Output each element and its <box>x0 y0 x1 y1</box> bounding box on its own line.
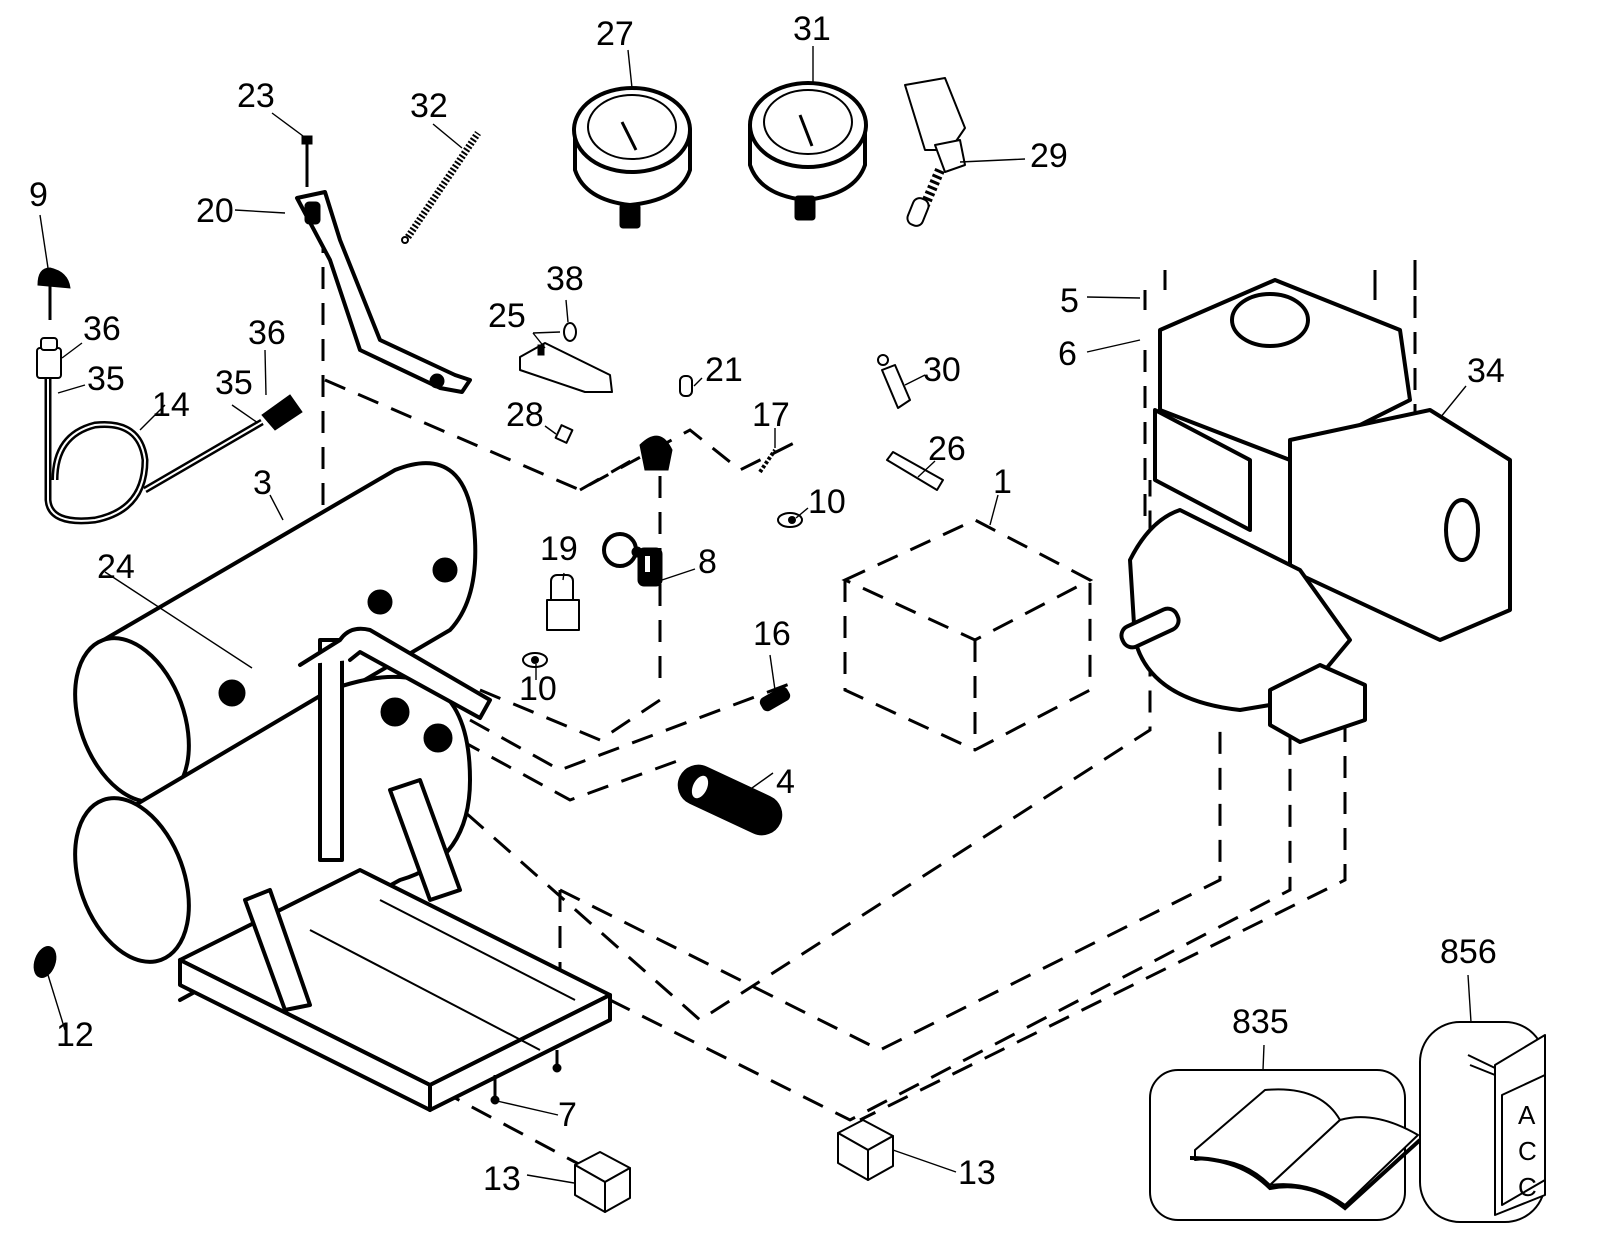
part-13-foot-right <box>837 1119 894 1181</box>
callout-3: 3 <box>253 464 272 502</box>
guide-line-engine-1 <box>439 480 1152 1022</box>
callout-6: 6 <box>1058 335 1077 373</box>
callout-31: 31 <box>793 10 831 48</box>
guide-line-mid <box>479 688 661 742</box>
part-856-decal: A C C <box>1419 1021 1546 1223</box>
callout-13-left: 13 <box>483 1160 521 1198</box>
callout-9: 9 <box>29 176 48 214</box>
callout-35-right: 35 <box>215 364 253 402</box>
callout-36-right: 36 <box>248 314 286 352</box>
part-16-fitting <box>759 686 791 712</box>
guide-line-foot-left <box>439 1088 591 1172</box>
part-24-frame <box>178 626 612 1112</box>
part-10-wing-nut-lower <box>522 652 548 668</box>
part-1-pump-box <box>841 518 1094 752</box>
part-32-spring <box>401 131 481 244</box>
callout-8: 8 <box>698 543 717 581</box>
callout-30: 30 <box>923 351 961 389</box>
part-26-pin <box>886 451 944 491</box>
guide-line-engine-2 <box>559 720 1222 1052</box>
part-9-drain-valve <box>37 267 71 320</box>
callout-5: 5 <box>1060 282 1079 320</box>
guide-line-16 <box>469 678 801 772</box>
part-29-safety-valve <box>904 77 966 227</box>
part-19-regulator <box>546 574 580 631</box>
leader-lines <box>39 46 1472 1184</box>
callout-7: 7 <box>558 1096 577 1134</box>
callout-32: 32 <box>410 87 448 125</box>
callout-34: 34 <box>1467 352 1505 390</box>
part-28-cap <box>554 424 574 444</box>
part-4-nipple <box>677 764 783 836</box>
callout-27: 27 <box>596 15 634 53</box>
callout-14: 14 <box>152 386 190 424</box>
callout-28: 28 <box>506 396 544 434</box>
part-25-quick-coupler <box>519 342 613 393</box>
guide-line-engine-3 <box>609 720 1292 1122</box>
part-13-foot-left <box>574 1151 631 1213</box>
callout-labels: 23 32 27 31 29 20 9 36 35 14 35 36 3 24 … <box>29 10 1505 1198</box>
part-34-engine <box>1119 262 1512 744</box>
part-27-gauge <box>572 86 692 229</box>
part-20-handle-bracket <box>295 190 472 394</box>
callout-19: 19 <box>540 530 578 568</box>
callout-26: 26 <box>928 430 966 468</box>
callout-4: 4 <box>776 763 795 801</box>
part-7-bolts <box>490 1050 562 1105</box>
callout-12: 12 <box>56 1016 94 1054</box>
guide-line-valve <box>579 448 651 492</box>
part-10-wing-nut-upper <box>777 512 803 528</box>
guide-line-foot-right <box>859 720 1347 1122</box>
callout-36-left: 36 <box>83 310 121 348</box>
callout-35-left: 35 <box>87 360 125 398</box>
part-23-screw <box>301 135 313 187</box>
callout-20: 20 <box>196 192 234 230</box>
part-12-drain-cock <box>33 946 57 978</box>
decal-letter-3: C <box>1518 1172 1537 1202</box>
part-3-air-tank <box>73 461 478 804</box>
part-835-manual <box>1149 1069 1422 1221</box>
decal-letter-1: A <box>1518 1100 1536 1130</box>
callout-17: 17 <box>752 396 790 434</box>
decal-letter-2: C <box>1518 1136 1537 1166</box>
callout-21: 21 <box>705 351 743 389</box>
callout-23: 23 <box>237 77 275 115</box>
callout-25: 25 <box>488 297 526 335</box>
callout-10-lower: 10 <box>519 670 557 708</box>
part-14-hose <box>36 337 303 525</box>
callout-24: 24 <box>97 548 135 586</box>
part-21-bushing <box>679 375 693 397</box>
callout-16: 16 <box>753 615 791 653</box>
guide-line-4 <box>459 738 681 802</box>
callout-10-upper: 10 <box>808 483 846 521</box>
callout-856: 856 <box>1440 933 1497 971</box>
part-38-o-ring <box>563 322 577 342</box>
callout-13-right: 13 <box>958 1154 996 1192</box>
callout-29: 29 <box>1030 137 1068 175</box>
callout-1: 1 <box>993 463 1012 501</box>
part-17-tube <box>758 448 777 474</box>
part-31-gauge <box>748 81 868 221</box>
callout-835: 835 <box>1232 1003 1289 1041</box>
part-30-pressure-switch <box>877 354 911 409</box>
guide-line-top <box>324 378 801 492</box>
callout-38: 38 <box>546 260 584 298</box>
part-8-check-valve <box>602 435 673 587</box>
